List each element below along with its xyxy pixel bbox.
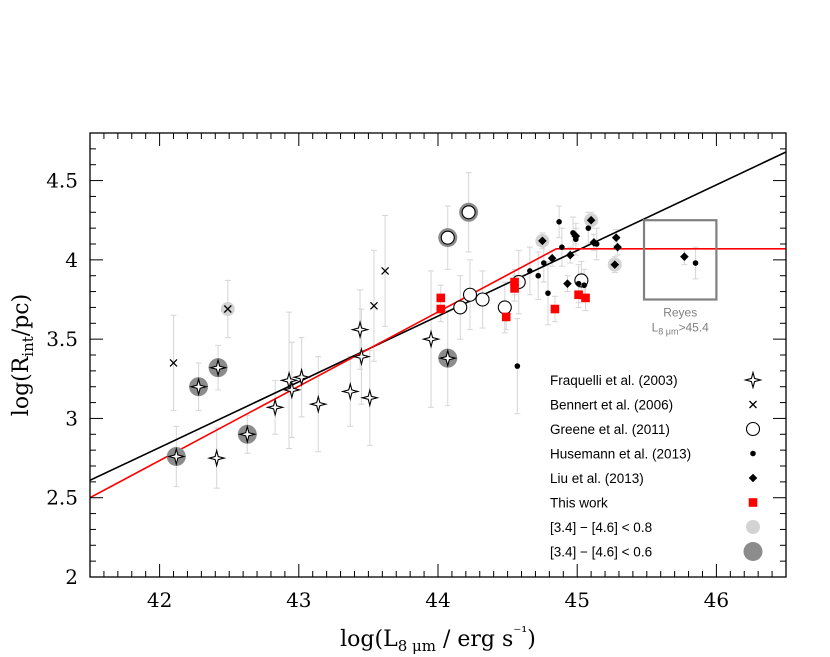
fraquelli-et-al-2003-point: [237, 424, 257, 444]
liu-et-al-2013-point: [538, 236, 547, 246]
x-tick-label: 42: [147, 588, 172, 612]
fit-lines: [90, 151, 786, 499]
legend-label: Husemann et al. (2013): [550, 447, 691, 462]
red-fit: [90, 248, 786, 499]
x-tick-label: 46: [704, 588, 729, 612]
legend-marker-open-circle: [745, 421, 761, 437]
y-tick-label: 3: [65, 406, 78, 430]
greene-et-al-2011-point: [462, 287, 478, 302]
y-tick-label: 4: [65, 248, 78, 272]
husemann-et-al-2013-point: [581, 282, 587, 289]
this-work-point: [574, 290, 583, 300]
legend-label: Bennert et al. (2006): [550, 398, 673, 413]
this-work-point: [510, 277, 519, 287]
liu-et-al-2013-point: [680, 252, 689, 261]
greene-et-al-2011-point: [475, 292, 490, 307]
this-work-point: [510, 284, 519, 293]
x-tick-label: 43: [286, 588, 311, 612]
fraquelli-et-al-2003-point: [206, 448, 227, 468]
legend-label: [3.4] − [4.6] < 0.6: [550, 545, 652, 560]
husemann-et-al-2013-point: [692, 260, 699, 266]
husemann-et-al-2013-point: [540, 260, 547, 266]
black-fit: [90, 151, 786, 482]
husemann-et-al-2013-point: [545, 290, 551, 296]
fraquelli-et-al-2003-point: [438, 348, 458, 368]
bennert-et-al-2006-point: [223, 305, 232, 313]
fraquelli-et-al-2003-point: [188, 377, 209, 397]
legend-label: [3.4] − [4.6] < 0.8: [550, 520, 652, 535]
this-work-point: [581, 293, 590, 303]
fraquelli-et-al-2003-point: [421, 329, 441, 349]
this-work-point: [550, 304, 560, 314]
plot-frame: [89, 132, 787, 578]
this-work-point: [436, 304, 446, 314]
husemann-et-al-2013-point: [527, 268, 533, 274]
fraquelli-et-al-2003-point: [208, 358, 228, 378]
fraquelli-et-al-2003-point: [308, 394, 328, 414]
fraquelli-et-al-2003-point: [166, 446, 186, 467]
greene-et-al-2011-point: [440, 230, 455, 245]
fraquelli-et-al-2003-point: [282, 380, 302, 400]
legend-marker-square: [748, 498, 758, 507]
greene-et-al-2011-point: [497, 300, 512, 315]
y-tick-label: 3.5: [46, 327, 78, 351]
liu-et-al-2013-point: [611, 233, 621, 242]
fraquelli-et-al-2003-point: [351, 346, 372, 367]
husemann-et-al-2013-point: [535, 272, 542, 279]
legend: Fraquelli et al. (2003) Bennert et al. (2…: [550, 370, 763, 561]
husemann-et-al-2013-point: [585, 225, 592, 231]
husemann-et-al-2013-point: [575, 280, 582, 287]
liu-et-al-2013-point: [563, 279, 572, 288]
liu-et-al-2013-point: [613, 242, 622, 252]
legend-marker-dot: [750, 450, 756, 457]
greene-et-al-2011-point: [461, 205, 476, 220]
fraquelli-et-al-2003-point: [265, 397, 285, 418]
legend-marker-star4: [743, 370, 763, 390]
legend-label: Greene et al. (2011): [550, 422, 670, 437]
x-tick-label: 44: [425, 588, 450, 612]
y-axis-label: log(Rint/pc): [9, 294, 37, 416]
fraquelli-et-al-2003-point: [291, 367, 312, 387]
legend-marker-halo-light: [746, 520, 760, 534]
legend-label: Fraquelli et al. (2003): [550, 373, 678, 388]
fraquelli-et-al-2003-point: [340, 381, 360, 402]
liu-et-al-2013-point: [589, 238, 599, 247]
liu-et-al-2013-point: [571, 231, 581, 241]
reyes-threshold: L8 μm>45.4: [652, 321, 710, 337]
greene-et-al-2011-point: [453, 300, 468, 315]
x-axis-label: log(L8 μm / erg s⁻¹): [340, 623, 536, 655]
reyes-label: Reyes: [663, 306, 697, 320]
liu-et-al-2013-point: [565, 250, 575, 260]
axis-ticks: 42 43 44 45 46 2 2.5 3 3.5 4 4.5: [46, 132, 787, 612]
fraquelli-et-al-2003-point: [360, 388, 380, 408]
legend-marker-cross: [749, 400, 757, 409]
liu-et-al-2013-point: [586, 215, 596, 225]
legend-marker-halo-dark: [743, 542, 763, 561]
y-tick-label: 2.5: [46, 486, 78, 510]
reyes-box: [642, 219, 718, 301]
this-work-point: [436, 293, 446, 303]
bennert-et-al-2006-point: [381, 266, 390, 275]
this-work-point: [501, 312, 511, 322]
legend-marker-diamond: [748, 473, 758, 483]
fraquelli-et-al-2003-point: [350, 319, 370, 340]
husemann-et-al-2013-point: [559, 244, 565, 250]
y-tick-label: 4.5: [46, 169, 78, 193]
fraquelli-et-al-2003-point: [279, 370, 299, 391]
legend-label: Liu et al. (2013): [550, 471, 644, 486]
husemann-et-al-2013-point: [556, 219, 562, 225]
liu-et-al-2013-point: [610, 260, 620, 269]
bennert-et-al-2006-point: [370, 301, 378, 310]
liu-et-al-2013-point: [547, 253, 557, 263]
data-points: [166, 205, 699, 468]
legend-label: This work: [550, 496, 608, 511]
bennert-et-al-2006-point: [169, 358, 178, 367]
y-tick-label: 2: [65, 565, 78, 589]
husemann-et-al-2013-point: [514, 363, 521, 369]
x-tick-label: 45: [564, 588, 589, 612]
